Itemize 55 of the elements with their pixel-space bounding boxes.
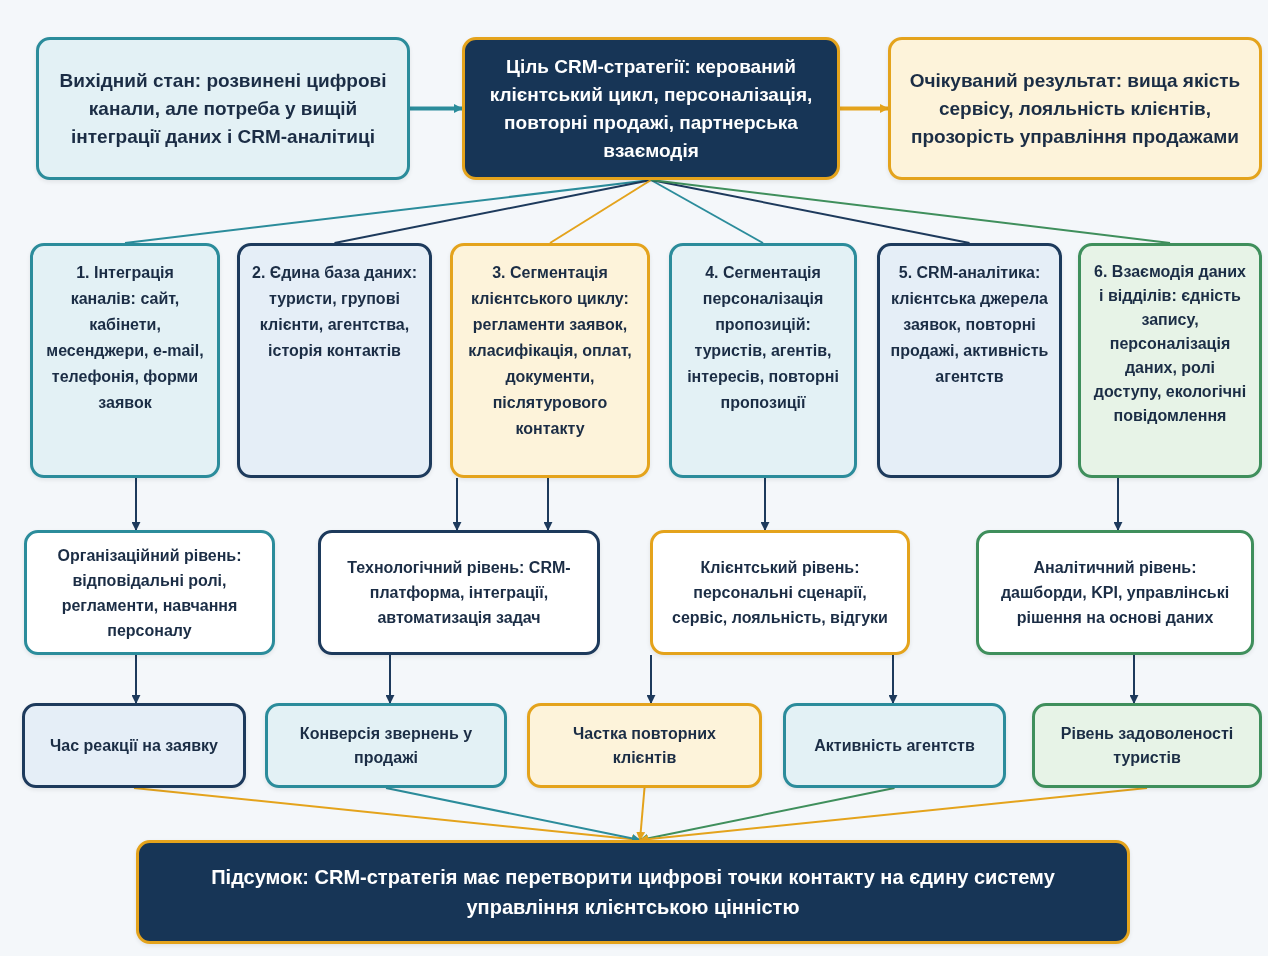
box-text: Рівень задоволеності туристів bbox=[1059, 723, 1235, 768]
box-text: Ціль CRM-стратегії: керований клієнтський цикл, персоналізація, повторні продажі, партнерська взаємодія bbox=[488, 54, 814, 163]
arrow bbox=[410, 104, 463, 113]
arrow bbox=[888, 654, 898, 704]
box-text: 1. Інтеграція каналів: сайт, кабінети, месенджери, e-mail, телефонія, форми заявок bbox=[45, 263, 205, 413]
level-box bbox=[24, 530, 275, 655]
level-box bbox=[650, 530, 910, 655]
box-text: Час реакції на заявку bbox=[50, 735, 218, 756]
pillar-box bbox=[1078, 243, 1262, 478]
arrow bbox=[840, 104, 889, 113]
result-box bbox=[888, 37, 1262, 180]
kpi-box bbox=[22, 703, 246, 788]
box-text: 5. CRM-аналітика: клієнтська джерела заявок, повторні продажі, активність агентств bbox=[890, 263, 1049, 387]
arrow bbox=[452, 477, 462, 531]
box-text: 3. Сегментація клієнтського циклу: регламенти заявок, класифікація, оплат, документи, післятурового контакту bbox=[467, 263, 633, 439]
arrow bbox=[543, 477, 553, 531]
level-box bbox=[976, 530, 1254, 655]
box-text: Вихідний стан: розвинені цифрові канали, але потреба у вищій інтеграції даних і CRM-аналітиці bbox=[58, 68, 388, 149]
box-text: Аналітичний рівень: дашборди, KPI, управлінські рішення на основі даних bbox=[999, 558, 1231, 628]
box-text: Клієнтський рівень: персональні сценарії, сервіс, лояльність, відгуки bbox=[671, 558, 889, 628]
box-text: 4. Сегментація персоналізація пропозицій: туристів, агентів, інтересів, повторні пропозиції bbox=[686, 263, 840, 413]
box-text: Організаційний рівень: відповідальні ролі, регламенти, навчання персоналу bbox=[56, 545, 243, 641]
pillar-box bbox=[30, 243, 220, 478]
kpi-box bbox=[783, 703, 1006, 788]
pillar-box bbox=[237, 243, 432, 478]
pillar-box bbox=[669, 243, 857, 478]
kpi-box bbox=[1032, 703, 1262, 788]
arrow bbox=[646, 654, 656, 704]
arrow bbox=[636, 787, 646, 841]
box-text: Підсумок: CRM-стратегія має перетворити цифрові точки контакту на єдину систему управління клієнтською цінністю bbox=[210, 865, 1056, 920]
pillar-box bbox=[450, 243, 650, 478]
arrow bbox=[131, 477, 141, 531]
box-text: 2. Єдина база даних: туристи, групові клієнти, агентства, історія контактів bbox=[251, 263, 418, 361]
box-text: Конверсія звернень у продажі bbox=[298, 723, 474, 768]
connector-line bbox=[650, 179, 764, 244]
arrow bbox=[1113, 477, 1123, 531]
box-text: Очікуваний результат: вища якість сервісу, лояльність клієнтів, прозорість управління продажами bbox=[908, 68, 1242, 149]
arrow bbox=[1129, 654, 1139, 704]
connector-line bbox=[650, 179, 971, 244]
connector-line bbox=[650, 179, 1171, 244]
box-text: Частка повторних клієнтів bbox=[572, 723, 717, 768]
pillar-box bbox=[877, 243, 1062, 478]
level-box bbox=[318, 530, 600, 655]
goal-box bbox=[462, 37, 840, 180]
box-text: 6. Взаємодія даних і відділів: єдність запису, персоналізація даних, ролі доступу, екологічні повідомлення bbox=[1092, 262, 1248, 426]
arrow bbox=[760, 477, 770, 531]
connector-line bbox=[549, 179, 652, 244]
arrow bbox=[385, 654, 395, 704]
summary-box bbox=[136, 840, 1130, 944]
box-text: Технологічний рівень: CRM-платформа, інтеграції, автоматизація задач bbox=[346, 558, 572, 628]
box-text: Активність агентств bbox=[814, 735, 975, 756]
arrow bbox=[131, 654, 141, 704]
kpi-box bbox=[265, 703, 507, 788]
kpi-box bbox=[527, 703, 762, 788]
start-box bbox=[36, 37, 410, 180]
